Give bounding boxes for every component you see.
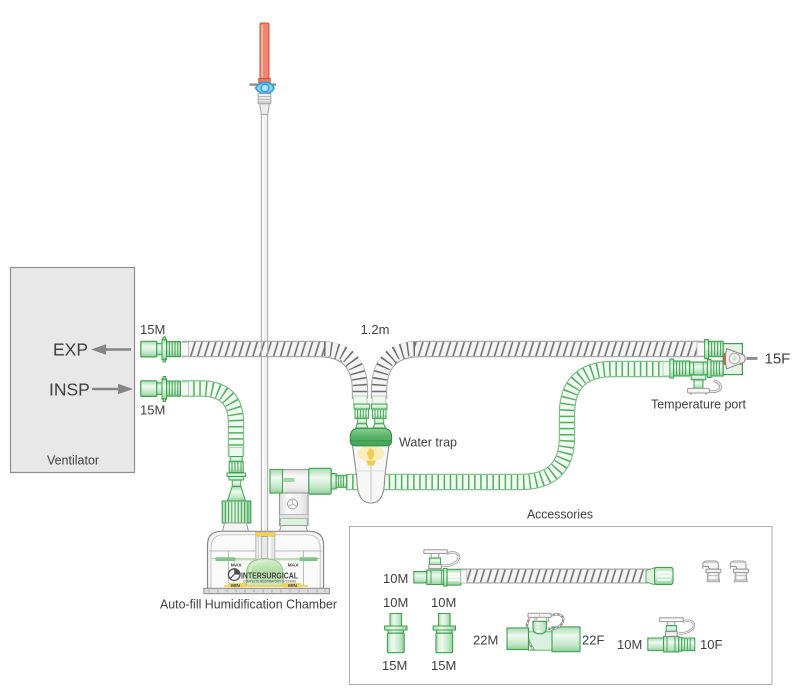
svg-text:Accessories: Accessories — [527, 507, 593, 522]
svg-text:MIN: MIN — [231, 583, 240, 589]
svg-text:15M: 15M — [140, 403, 165, 418]
svg-text:COMPLETE RESPIRATORY SYSTEMS: COMPLETE RESPIRATORY SYSTEMS — [243, 580, 296, 584]
svg-text:Ventilator: Ventilator — [47, 454, 99, 468]
svg-text:INSP: INSP — [49, 380, 90, 400]
svg-text:10M: 10M — [617, 637, 642, 652]
svg-text:Water trap: Water trap — [399, 435, 457, 450]
svg-text:MAX: MAX — [231, 563, 243, 569]
svg-text:10F: 10F — [700, 637, 722, 652]
svg-text:MAX: MAX — [288, 563, 300, 569]
svg-text:10M: 10M — [431, 595, 456, 610]
svg-text:15M: 15M — [382, 658, 407, 673]
svg-text:10M: 10M — [383, 571, 408, 586]
svg-text:15F: 15F — [765, 351, 791, 368]
svg-text:1.2m: 1.2m — [361, 322, 390, 337]
svg-text:MIN: MIN — [288, 583, 297, 589]
svg-text:Auto-fill Humidification Chamb: Auto-fill Humidification Chamber — [160, 598, 338, 612]
svg-text:EXP: EXP — [53, 340, 88, 360]
svg-text:Temperature port: Temperature port — [651, 397, 746, 412]
svg-text:15M: 15M — [140, 322, 165, 337]
svg-text:10M: 10M — [383, 595, 408, 610]
svg-text:15M: 15M — [431, 658, 456, 673]
svg-text:22M: 22M — [473, 633, 498, 648]
svg-text:22F: 22F — [582, 633, 604, 648]
svg-text:INTERSURGICAL: INTERSURGICAL — [241, 571, 298, 581]
